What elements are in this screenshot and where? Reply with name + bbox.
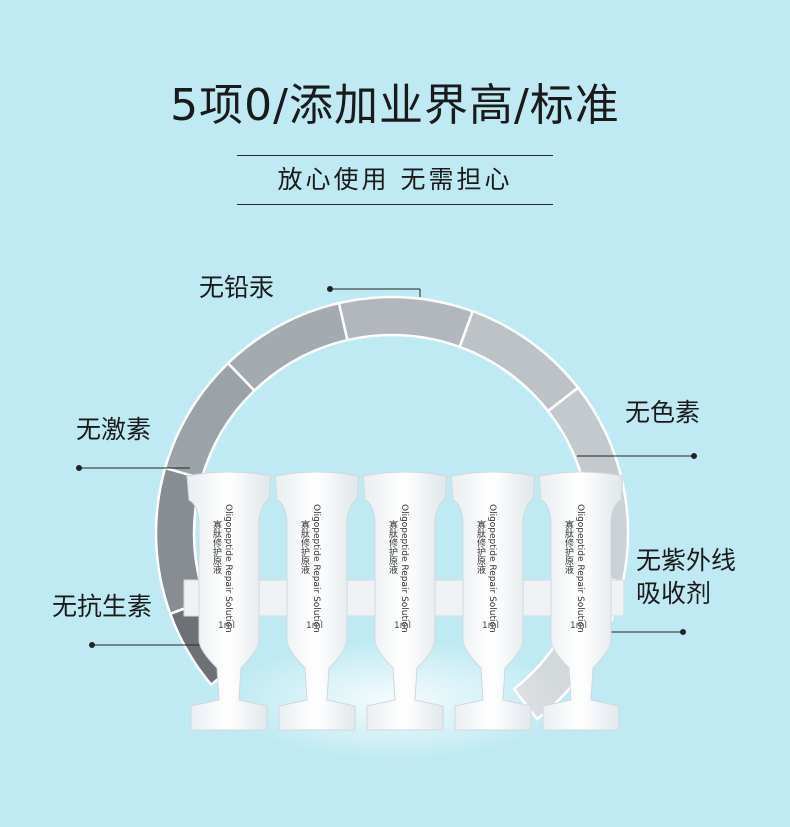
label-uv-absorber-line1: 无紫外线	[636, 546, 737, 575]
vial-1-name-cn: 寡肽修护原液	[211, 520, 221, 574]
ring-segment-4	[226, 301, 349, 393]
label-pigment: 无色素	[625, 398, 701, 427]
vial-strip	[183, 471, 625, 731]
vial-3-name-cn: 寡肽修护原液	[387, 520, 397, 574]
vial-5-name-cn: 寡肽修护原液	[563, 520, 573, 574]
vial-2-name-cn: 寡肽修护原液	[299, 520, 309, 574]
vial-5-name-en: Oligopeptide Repair Solution	[575, 504, 585, 633]
vial-3-name-en: Oligopeptide Repair Solution	[399, 504, 409, 633]
page-subtitle: 放心使用 无需担心	[237, 155, 553, 205]
vial-2-volume: 1ml	[306, 621, 323, 631]
vial-4-name-cn: 寡肽修护原液	[475, 520, 485, 574]
label-uv-absorber-line2: 吸收剂	[636, 579, 712, 608]
vial-4-name-en: Oligopeptide Repair Solution	[487, 504, 497, 633]
vial-1-volume: 1ml	[218, 621, 235, 631]
label-hormone: 无激素	[76, 415, 152, 444]
ring-segment-3	[163, 361, 257, 480]
vial-5	[538, 471, 624, 731]
ring-segment-5	[337, 295, 475, 349]
vial-2-name-en: Oligopeptide Repair Solution	[311, 504, 321, 633]
vial-4-volume: 1ml	[482, 621, 499, 631]
vial-3-volume: 1ml	[394, 621, 411, 631]
vial-5-volume: 1ml	[570, 621, 587, 631]
label-lead-mercury: 无铅汞	[199, 273, 275, 302]
vial-1	[186, 471, 272, 731]
vial-4	[450, 471, 536, 731]
vial-1-name-en: Oligopeptide Repair Solution	[223, 504, 233, 633]
page-title: 5项0/添加业界高/标准	[170, 80, 620, 131]
label-antibiotic: 无抗生素	[52, 592, 153, 621]
vial-3	[362, 471, 448, 731]
ring-segment-6	[458, 309, 580, 413]
vial-2	[274, 471, 360, 731]
